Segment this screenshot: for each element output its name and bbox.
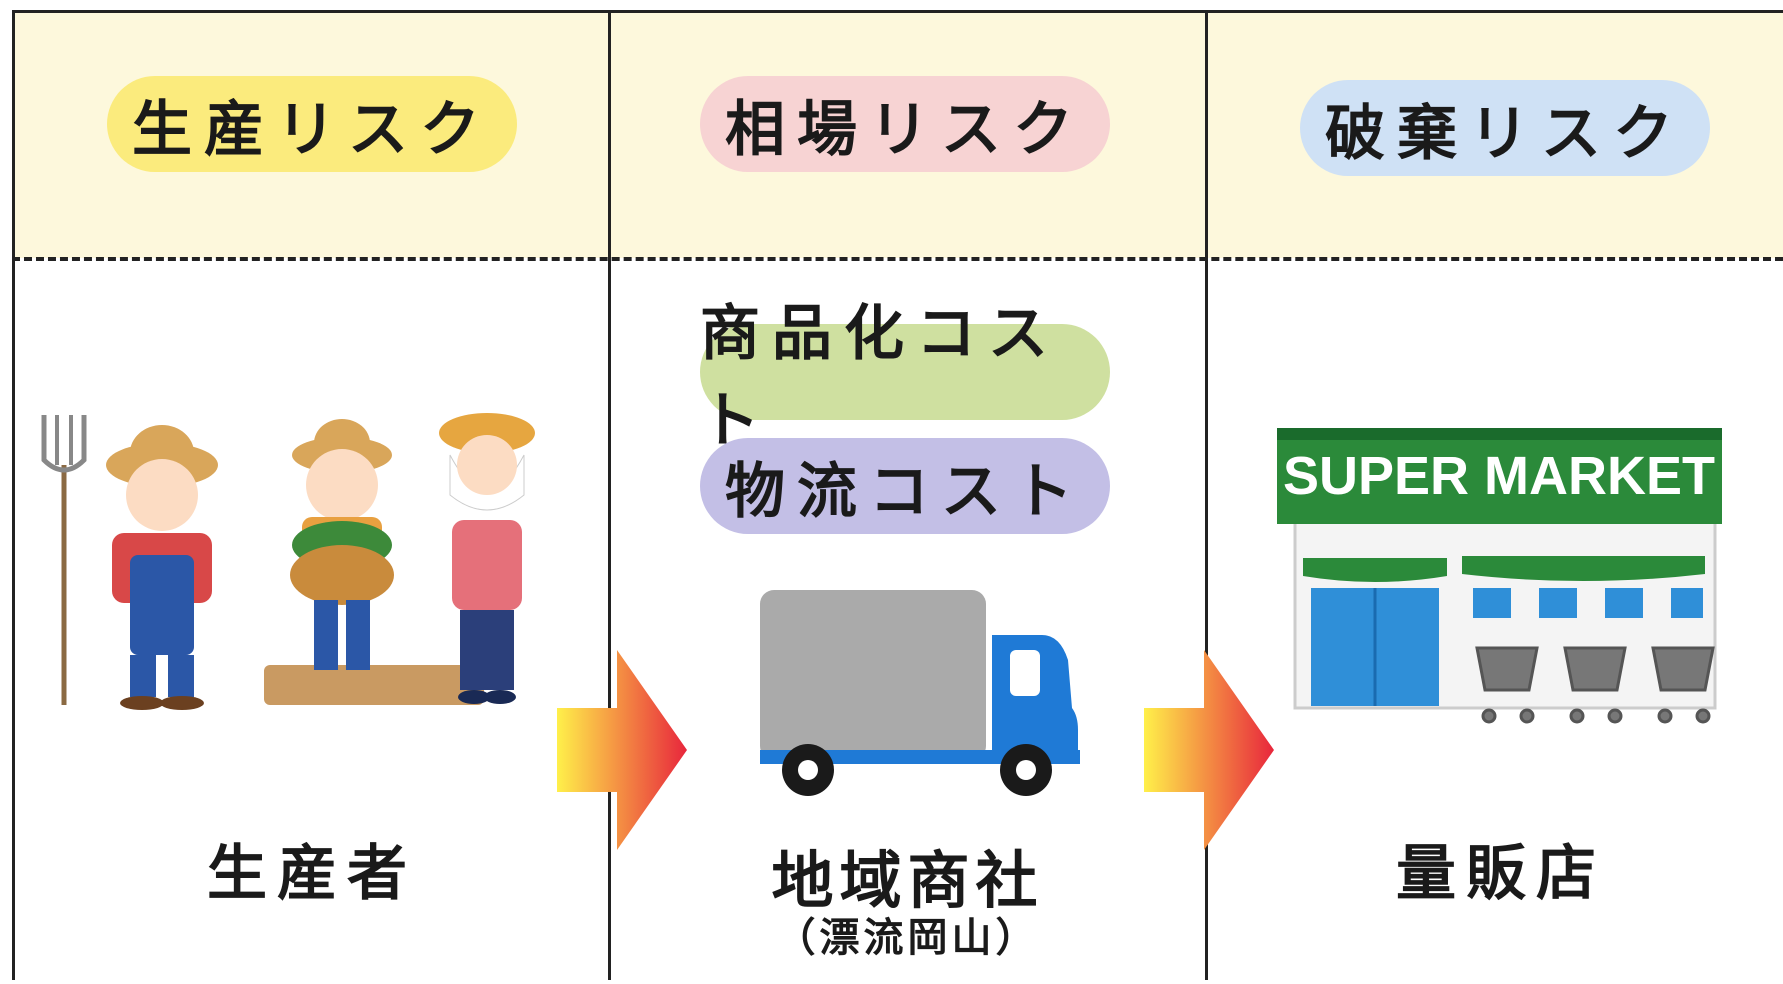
stage-subname-trading-company: （漂流岡山） xyxy=(775,915,1040,961)
grid-line xyxy=(1205,10,1208,980)
stage-name-retailer: 量販店 xyxy=(1396,839,1606,909)
grid-line xyxy=(608,10,611,980)
stage-name-trading-company: 地域商社 xyxy=(771,844,1044,917)
truck-icon xyxy=(760,590,1080,796)
flow-arrow-icon xyxy=(557,650,687,850)
stage-name-producer: 生産者 xyxy=(207,839,417,909)
grid-line xyxy=(12,10,15,980)
cost-pill-commercialization: 商品化コスト xyxy=(700,299,1110,456)
risk-pill-production: 生産リスク xyxy=(107,76,517,172)
top-border xyxy=(12,10,1783,13)
dashed-divider xyxy=(12,257,1783,261)
supermarket-icon: SUPER MARKET xyxy=(1277,428,1722,724)
flow-arrow-icon xyxy=(1144,650,1274,850)
farmers-illustration xyxy=(41,413,535,710)
diagram-frame: 生産リスク 相場リスク 破棄リスク 商品化コスト 物流コスト xyxy=(12,10,1783,980)
store-sign: SUPER MARKET xyxy=(1283,446,1715,506)
risk-pill-market: 相場リスク xyxy=(700,76,1110,172)
cost-pill-logistics: 物流コスト xyxy=(700,438,1110,534)
risk-pill-disposal: 破棄リスク xyxy=(1300,80,1710,176)
